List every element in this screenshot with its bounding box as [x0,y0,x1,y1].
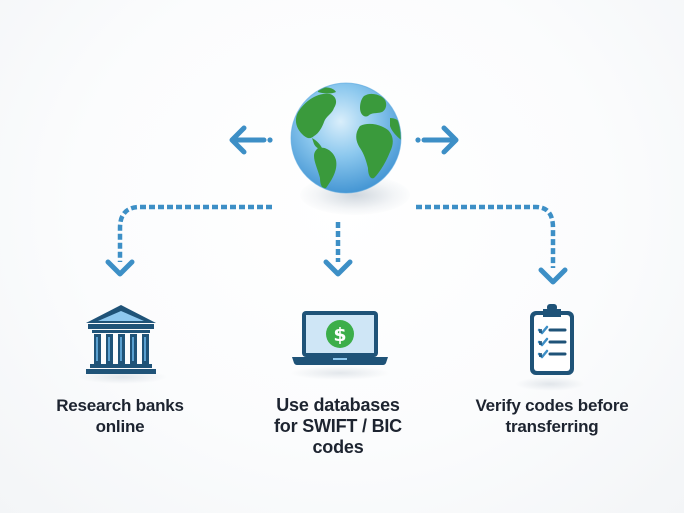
connector-right [416,204,556,268]
svg-text:$: $ [333,324,346,346]
arrowhead-left-icon [105,259,135,277]
step-databases-icon: $ [291,310,389,366]
arrow-right-icon [415,125,459,155]
step-research-line-1: Research banks [56,396,184,415]
step-databases-label: Use databases for SWIFT / BIC codes [250,395,426,458]
step-databases-line-2: for SWIFT / BIC [274,416,402,436]
arrowhead-center-icon [323,259,353,277]
step-verify-icon [527,303,577,377]
clipboard-icon-shadow [515,377,585,391]
arrowhead-right-icon [538,267,568,285]
step-verify-line-1: Verify codes before [475,396,629,415]
step-research-label: Research banks online [35,395,205,437]
step-databases-line-1: Use databases [276,395,400,415]
bank-building-icon [86,305,156,374]
clipboard-checklist-icon [530,304,574,375]
arrow-left-icon [229,125,273,155]
arrow-left [228,124,274,156]
step-databases-line-3: codes [312,437,364,457]
arrow-right [414,124,460,156]
step-research-line-2: online [95,417,145,436]
laptop-icon-shadow [290,366,390,380]
step-verify-line-2: transferring [505,417,599,436]
globe-node [288,82,404,194]
step-verify-label: Verify codes before transferring [452,395,652,437]
step-research-icon [84,303,158,375]
laptop-dollar-icon: $ [292,311,388,365]
globe-icon [290,82,402,194]
connector-left [117,204,272,262]
